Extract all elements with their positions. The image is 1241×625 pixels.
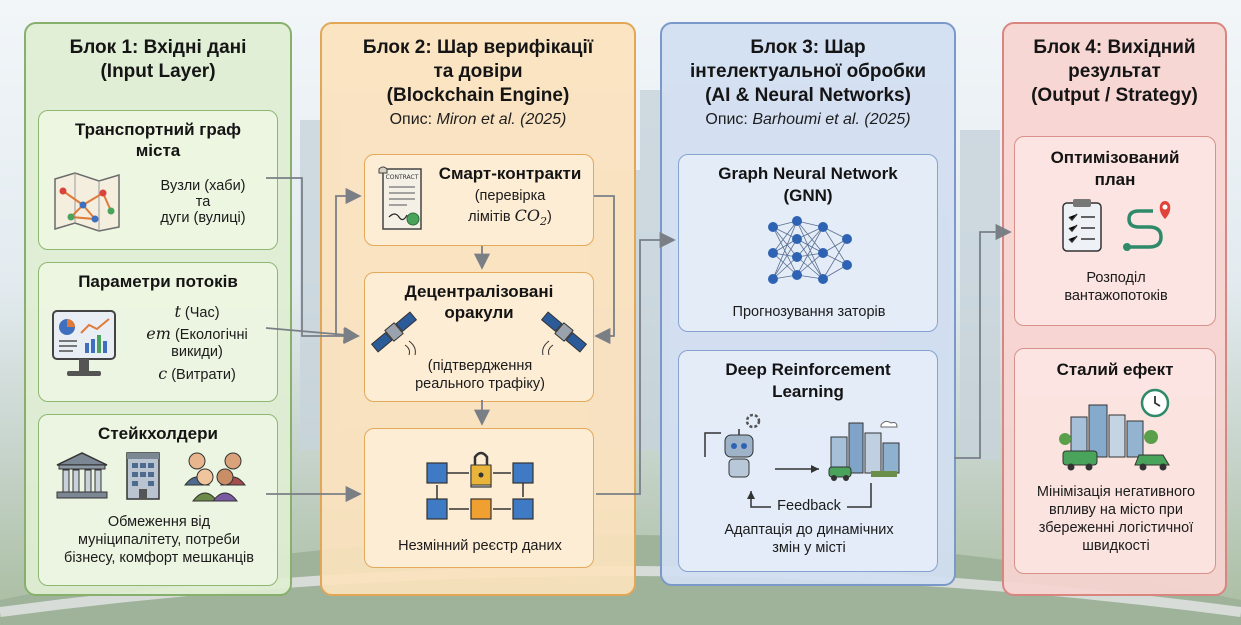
route-pin-icon [1123,201,1171,251]
neural-network-icon [768,216,852,284]
oracles-title-line1: Децентралізовані [404,282,554,301]
param-emissions-line1: em (Екологічні [146,324,248,344]
plan-text-line2: вантажопотоків [1064,288,1168,304]
contract-doc-label: CONTRACT [386,174,419,181]
block-blockchain-engine: Блок 2: Шар верифікації та довіри (Block… [320,22,636,596]
flow-parameters-title: Параметри потоків [78,272,238,291]
smart-contracts-card: CONTRACT Смарт-контракти (перевірка лімі… [364,154,594,246]
block4-title-line3: (Output / Strategy) [1031,85,1198,106]
blockchain-ledger-icon [426,451,534,520]
transport-graph-title-line2: міста [135,141,181,160]
block4-title-line1: Блок 4: Вихідний [1033,37,1196,58]
contract-scroll-icon: CONTRACT [378,166,422,230]
plan-title-line1: Оптимізований [1050,148,1180,167]
checklist-clipboard-icon [1062,199,1102,252]
drl-title-line1: Deep Reinforcement [725,360,891,379]
block2-title-line3: (Blockchain Engine) [386,85,570,106]
stakeholders-title: Стейкхолдери [98,424,218,443]
oracles-title-line2: оракули [444,303,514,322]
city-map-icon [54,172,120,232]
block3-title-line3: (AI & Neural Networks) [705,85,911,106]
gnn-card: Graph Neural Network (GNN) Прогнозування… [678,154,938,332]
business-office-icon [126,452,160,500]
decentralized-oracles-card: Децентралізовані оракули (підтвердження … [364,272,594,402]
feedback-label: Feedback [771,497,847,515]
smart-contracts-title: Смарт-контракти [438,164,582,183]
block1-title-line2: (Input Layer) [100,61,216,82]
dashboard-monitor-icon [52,310,116,376]
block2-title-line1: Блок 2: Шар верифікації [362,37,594,58]
residents-group-icon [183,452,247,502]
ledger-text: Незмінний реєстр даних [398,538,562,554]
block-output-strategy: Блок 4: Вихідний результат (Output / Str… [1002,22,1227,596]
satellite-right-icon [540,311,588,356]
gnn-title-line2: (GNN) [783,186,833,205]
plan-text-line1: Розподіл [1086,270,1146,286]
effect-text-line1: Мінімізація негативного [1036,484,1196,500]
drl-text-line2: змін у місті [772,540,846,556]
block3-description: Опис: Barhoumi et al. (2025) [705,111,911,128]
stakeholders-card: Стейкхолдери Обмеження від муніципалітет… [38,414,278,586]
robot-agent-icon [724,413,761,478]
gnn-text: Прогнозування заторів [732,304,886,320]
block1-title-line1: Блок 1: Вхідні дані [69,37,247,58]
transport-graph-card: Транспортний граф міста Вузли (хаби) та … [38,110,278,250]
sustainable-effect-card: Сталий ефект Мінімізація негативного впл… [1014,348,1216,574]
green-city-icon [1059,388,1170,471]
stakeholders-text-line3: бізнесу, комфорт мешканців [64,550,254,566]
oracles-text-line1: (підтвердження [427,358,533,374]
effect-title: Сталий ефект [1056,360,1174,379]
optimized-plan-card: Оптимізований план Розподіл вантажопоток… [1014,136,1216,326]
block-input-layer: Блок 1: Вхідні дані (Input Layer) Трансп… [24,22,292,596]
transport-graph-title-line1: Транспортний граф [74,120,242,139]
effect-text-line4: швидкості [1082,538,1150,554]
gnn-title-line1: Graph Neural Network [718,164,898,183]
municipality-building-icon [56,452,108,499]
flow-parameters-card: Параметри потоків t (Час) em (Екологічні… [38,262,278,402]
immutable-ledger-card: Незмінний реєстр даних [364,428,594,568]
param-emissions-line2: викиди) [171,344,223,360]
param-cost: c (Витрати) [158,364,236,384]
stakeholders-text-line2: муніципалітету, потреби [78,532,240,548]
drl-card: Deep Reinforcement Learning Feedback Ада… [678,350,938,572]
graph-nodes-text: Вузли (хаби) [160,178,246,194]
block2-title-line2: та довіри [433,61,523,82]
block2-description: Опис: Miron et al. (2025) [389,111,567,128]
block3-title-line2: інтелектуальної обробки [689,61,927,82]
param-time: t (Час) [174,302,220,322]
oracles-text-line2: реального трафіку) [415,376,545,392]
smart-contracts-line1: (перевірка [474,188,546,204]
smart-contracts-line2: лімітів CO2) [468,206,552,228]
drl-title-line2: Learning [772,382,844,401]
drl-text-line1: Адаптація до динамічних [724,522,894,538]
effect-text-line2: впливу на місто при [1049,502,1183,518]
city-skyline-icon [828,420,900,481]
plan-title-line2: план [1094,170,1136,189]
graph-edges-text: дуги (вулиці) [160,210,246,226]
block3-title-line1: Блок 3: Шар [750,37,866,58]
stakeholders-text-line1: Обмеження від [107,514,211,530]
block4-title-line2: результат [1068,61,1161,82]
block-ai-neural-networks: Блок 3: Шар інтелектуальної обробки (AI … [660,22,956,586]
satellite-left-icon [370,311,418,356]
effect-text-line3: збереженні логістичної [1038,520,1194,536]
graph-and-text: та [195,194,211,210]
